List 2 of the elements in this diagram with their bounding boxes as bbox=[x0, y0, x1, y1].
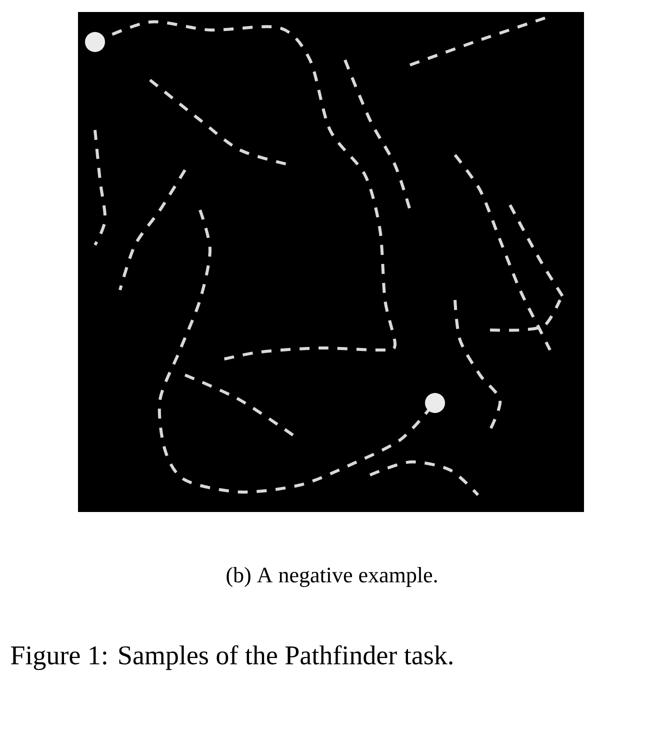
figure-caption: Figure 1: Samples of the Pathfinder task. bbox=[10, 645, 452, 670]
subfigure-label: (b) A negative example. bbox=[226, 567, 437, 587]
